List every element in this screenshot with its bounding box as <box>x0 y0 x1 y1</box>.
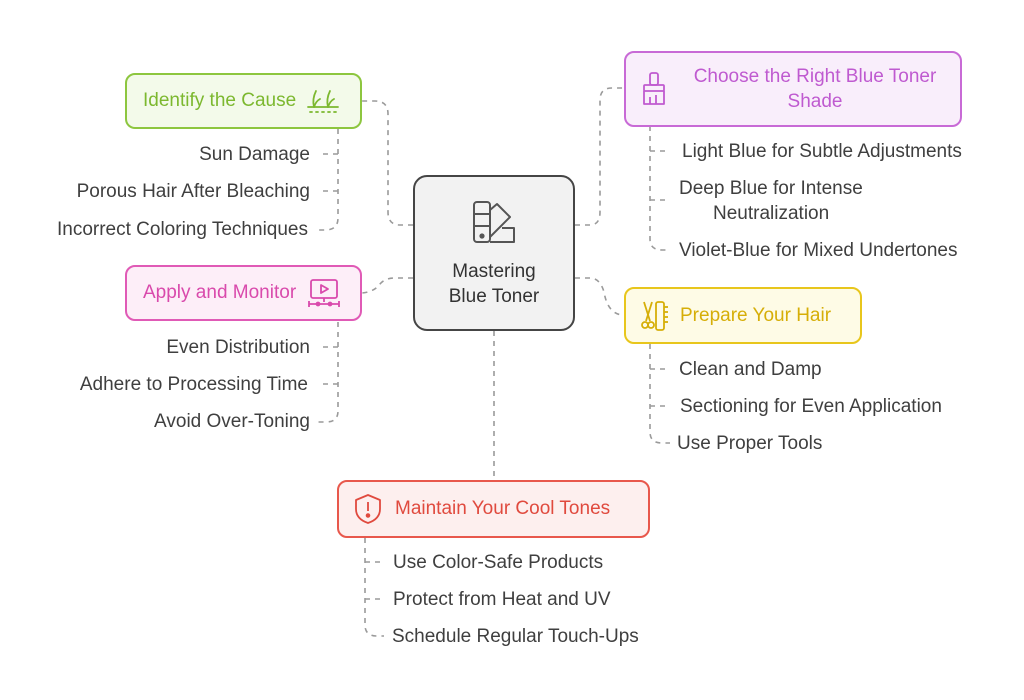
choose-title-line1: Choose the Right Blue Toner <box>693 66 937 87</box>
central-title-line1: Mastering <box>452 260 536 282</box>
apply-item-2: Adhere to Processing Time <box>79 374 308 395</box>
choose-item-2-cont: Neutralization <box>713 203 830 224</box>
apply-monitor-title: Apply and Monitor <box>143 282 297 303</box>
prepare-item-3: Use Proper Tools <box>677 433 823 454</box>
prepare-item-1: Clean and Damp <box>679 359 822 380</box>
maintain-item-3: Schedule Regular Touch-Ups <box>392 626 639 647</box>
choose-item-2: Deep Blue for Intense <box>679 178 863 199</box>
apply-item-1: Even Distribution <box>166 337 310 358</box>
identify-item-1: Sun Damage <box>199 144 310 165</box>
maintain-tones-node: Maintain Your Cool Tones <box>337 480 650 538</box>
comb-scissors-icon <box>640 299 670 333</box>
prepare-item-2: Sectioning for Even Application <box>680 396 942 417</box>
choose-item-3: Violet-Blue for Mixed Undertones <box>679 240 958 261</box>
apply-item-3: Avoid Over-Toning <box>154 411 310 432</box>
identify-cause-title: Identify the Cause <box>143 90 297 111</box>
monitor-timeline-icon <box>306 277 342 309</box>
color-swatch-icon <box>470 198 518 253</box>
choose-shade-node: Choose the Right Blue Toner Shade <box>624 51 962 127</box>
apply-monitor-node: Apply and Monitor <box>125 265 362 321</box>
shield-alert-icon <box>353 492 383 526</box>
central-topic-title: Mastering Blue Toner <box>449 259 540 309</box>
choose-item-1: Light Blue for Subtle Adjustments <box>682 141 962 162</box>
prepare-hair-node: Prepare Your Hair <box>624 287 862 344</box>
maintain-item-1: Use Color-Safe Products <box>393 552 604 573</box>
paint-brush-icon <box>638 71 670 107</box>
choose-title-line2: Shade <box>787 91 843 112</box>
identify-item-3: Incorrect Coloring Techniques <box>56 219 308 240</box>
central-topic-node: Mastering Blue Toner <box>413 175 575 331</box>
maintain-tones-title: Maintain Your Cool Tones <box>395 498 611 519</box>
maintain-item-2: Protect from Heat and UV <box>393 589 611 610</box>
choose-shade-title: Choose the Right Blue Toner Shade <box>670 64 960 114</box>
central-title-line2: Blue Toner <box>448 285 540 307</box>
prepare-hair-title: Prepare Your Hair <box>680 304 832 326</box>
identify-cause-node: Identify the Cause <box>125 73 362 129</box>
identify-item-2: Porous Hair After Bleaching <box>76 181 310 202</box>
hair-follicle-icon <box>306 85 340 117</box>
